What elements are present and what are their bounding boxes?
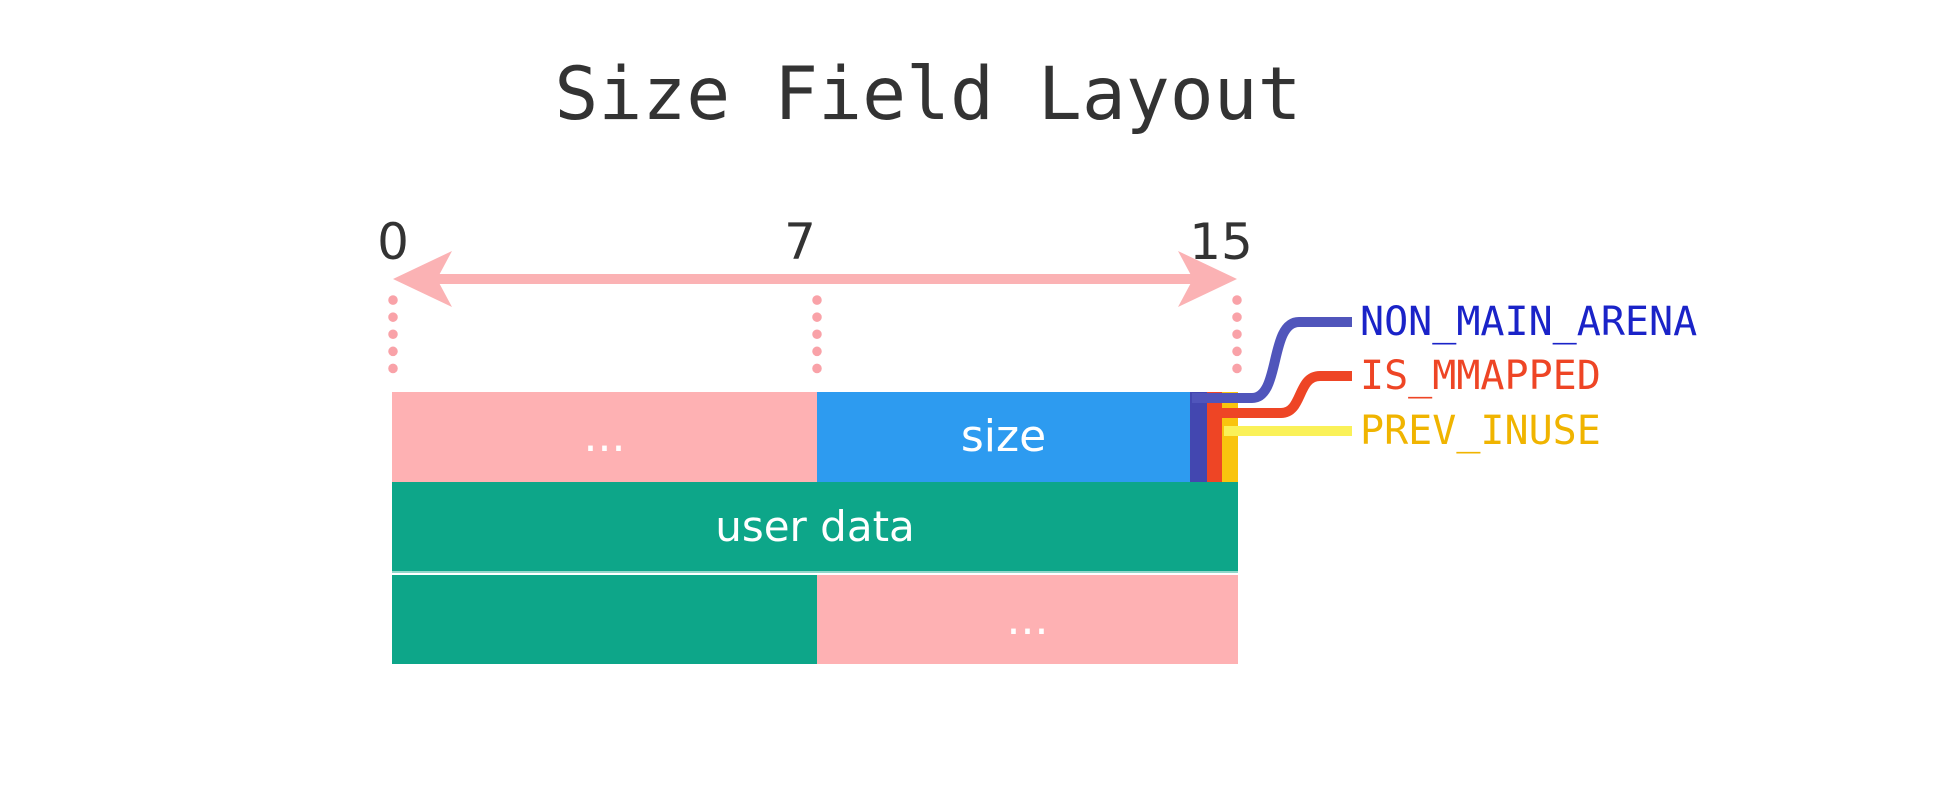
ruler-tick-7: 7: [784, 213, 816, 271]
diagram-title: Size Field Layout: [554, 52, 1302, 137]
flag-bit-prev-inuse: [1222, 392, 1238, 482]
ruler-tick-15: 15: [1189, 213, 1253, 271]
flag-label-non-main-arena: NON_MAIN_ARENA: [1360, 299, 1698, 345]
block-user-data: user data: [392, 482, 1238, 573]
flag-label-is-mmapped: IS_MMAPPED: [1360, 353, 1601, 399]
block-row3-ellipsis: ...: [817, 575, 1238, 664]
ruler-tick-0: 0: [377, 213, 409, 271]
block-row3-user-data-cont: [392, 575, 817, 664]
flag-label-prev-inuse: PREV_INUSE: [1360, 408, 1601, 454]
block-row1-ellipsis: ...: [392, 392, 817, 482]
flag-bit-non-main-arena: [1190, 392, 1207, 482]
connector-non-main-arena: [1192, 317, 1352, 403]
block-size-field: size: [817, 392, 1190, 482]
flag-bit-is-mmapped: [1207, 392, 1222, 482]
